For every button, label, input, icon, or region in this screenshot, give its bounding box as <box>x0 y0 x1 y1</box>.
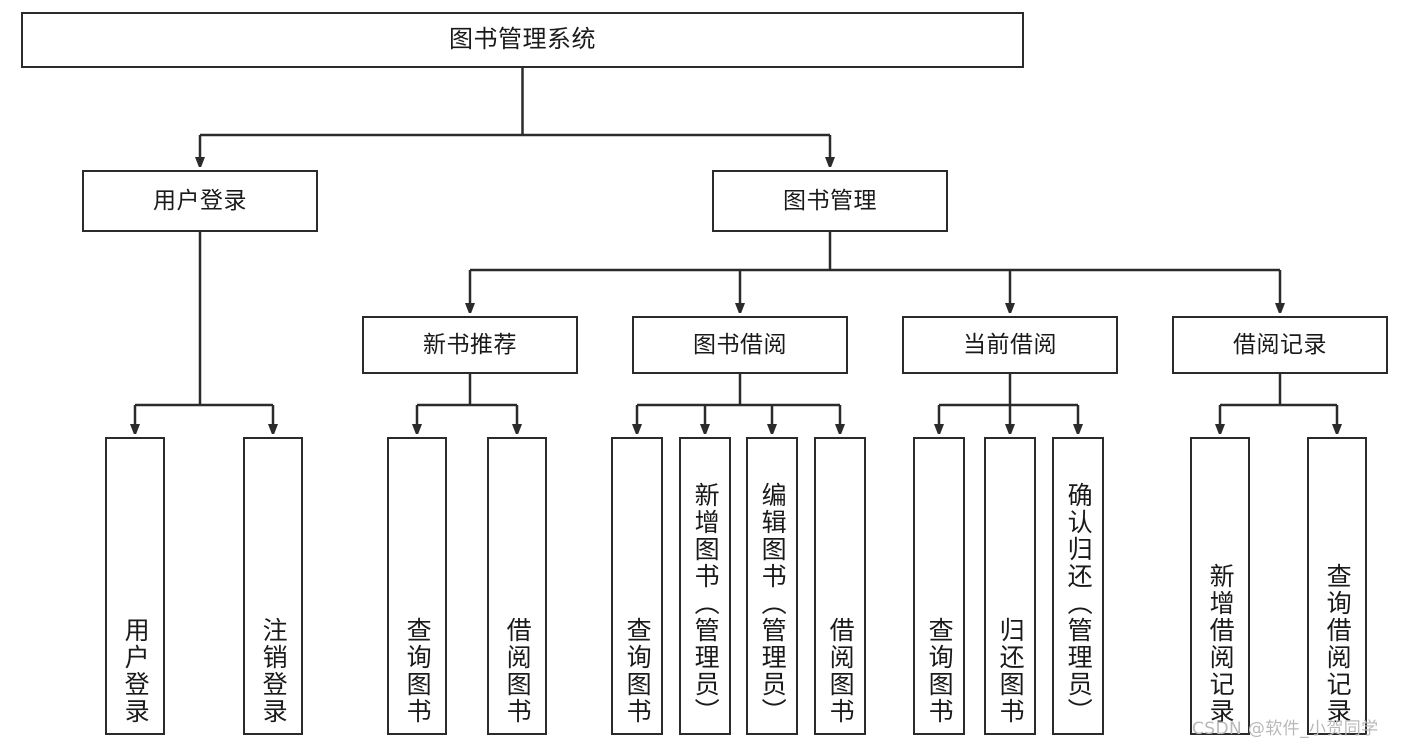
node-leaf-logout[interactable]: 注销登录 <box>243 437 303 735</box>
node-book-manage[interactable]: 图书管理 <box>712 170 948 232</box>
node-new-book-rec[interactable]: 新书推荐 <box>362 316 578 374</box>
node-label: 归还图书 <box>996 617 1026 725</box>
node-label: 当前借阅 <box>963 331 1057 358</box>
node-label: 用户登录 <box>153 187 247 214</box>
node-root-system[interactable]: 图书管理系统 <box>21 12 1024 68</box>
node-leaf-confirm-return[interactable]: 确认归还（管理员） <box>1052 437 1104 735</box>
node-label: 用户登录 <box>121 617 151 725</box>
watermark-credit: CSDN @软件_小贺同学 <box>1192 719 1379 739</box>
node-leaf-return-book[interactable]: 归还图书 <box>984 437 1036 735</box>
node-label: 新增借阅记录 <box>1206 563 1236 725</box>
node-book-borrow[interactable]: 图书借阅 <box>632 316 848 374</box>
node-label: 新增图书（管理员） <box>691 482 721 725</box>
node-current-borrow[interactable]: 当前借阅 <box>902 316 1118 374</box>
node-label: 查询图书 <box>925 617 955 725</box>
node-label: 查询图书 <box>403 617 433 725</box>
node-leaf-add-record[interactable]: 新增借阅记录 <box>1190 437 1250 735</box>
node-leaf-borrow-book-2[interactable]: 借阅图书 <box>814 437 866 735</box>
node-label: 查询借阅记录 <box>1323 563 1353 725</box>
node-label: 新书推荐 <box>423 331 517 358</box>
node-label: 图书管理 <box>783 187 877 214</box>
node-label: 查询图书 <box>623 617 653 725</box>
node-leaf-query-book-3[interactable]: 查询图书 <box>913 437 965 735</box>
node-label: 确认归还（管理员） <box>1064 482 1094 725</box>
node-label: 图书管理系统 <box>449 25 596 54</box>
node-label: 借阅图书 <box>826 617 856 725</box>
node-label: 图书借阅 <box>693 331 787 358</box>
node-leaf-query-record[interactable]: 查询借阅记录 <box>1307 437 1367 735</box>
node-leaf-borrow-book-1[interactable]: 借阅图书 <box>487 437 547 735</box>
node-leaf-edit-book[interactable]: 编辑图书（管理员） <box>746 437 798 735</box>
node-label: 注销登录 <box>259 617 289 725</box>
node-label: 借阅图书 <box>503 617 533 725</box>
node-leaf-add-book[interactable]: 新增图书（管理员） <box>679 437 731 735</box>
node-borrow-record[interactable]: 借阅记录 <box>1172 316 1388 374</box>
node-leaf-user-login[interactable]: 用户登录 <box>105 437 165 735</box>
node-leaf-query-book-2[interactable]: 查询图书 <box>611 437 663 735</box>
node-user-login[interactable]: 用户登录 <box>82 170 318 232</box>
node-label: 编辑图书（管理员） <box>758 482 788 725</box>
node-leaf-query-book-1[interactable]: 查询图书 <box>387 437 447 735</box>
node-label: 借阅记录 <box>1233 331 1327 358</box>
